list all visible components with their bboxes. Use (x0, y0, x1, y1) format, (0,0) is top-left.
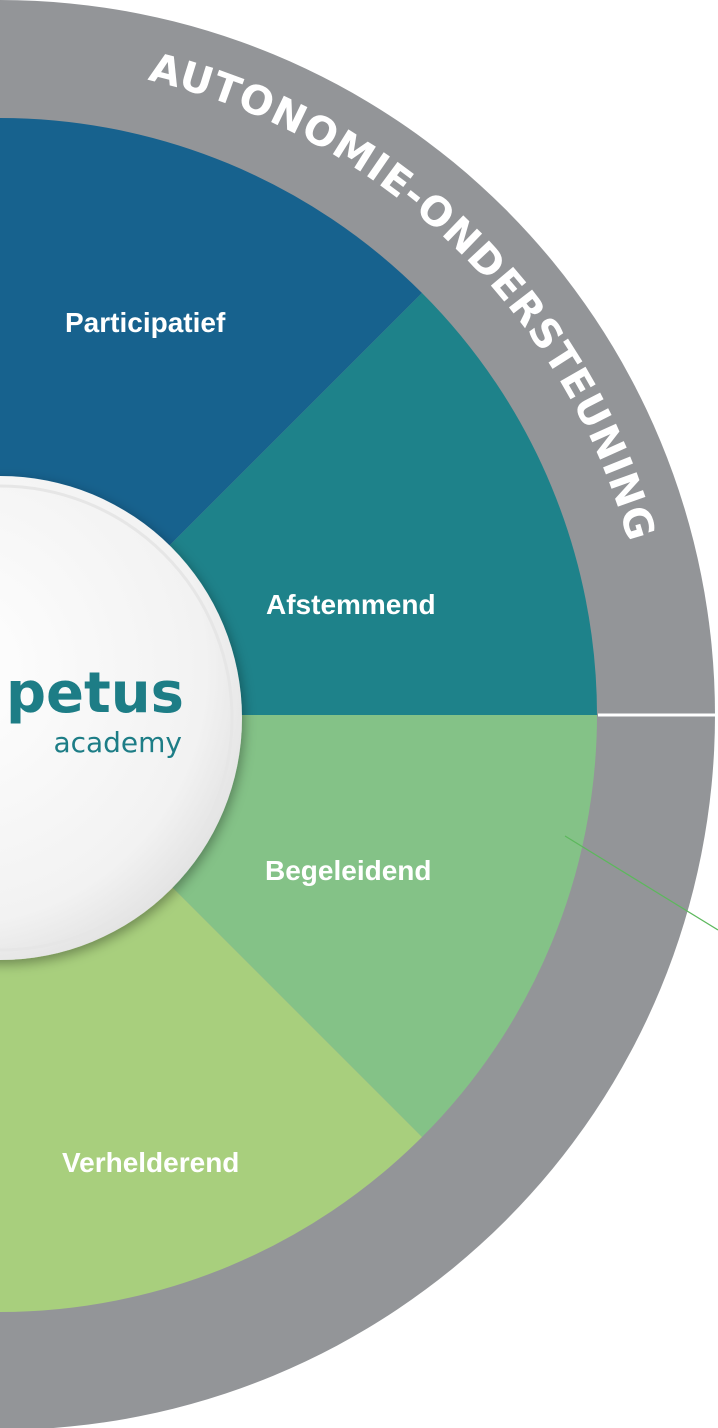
pointer-line (564, 835, 718, 931)
center-hub (0, 476, 242, 960)
center-hub-rim (0, 484, 234, 952)
segment-label-participatief: Participatief (65, 307, 226, 338)
segment-label-verhelderend: Verhelderend (62, 1147, 239, 1178)
segment-label-afstemmend: Afstemmend (266, 589, 436, 620)
segment-label-begeleidend: Begeleidend (265, 855, 431, 886)
logo-wordmark: petus (6, 661, 184, 726)
logo-subtitle: academy (53, 726, 182, 759)
